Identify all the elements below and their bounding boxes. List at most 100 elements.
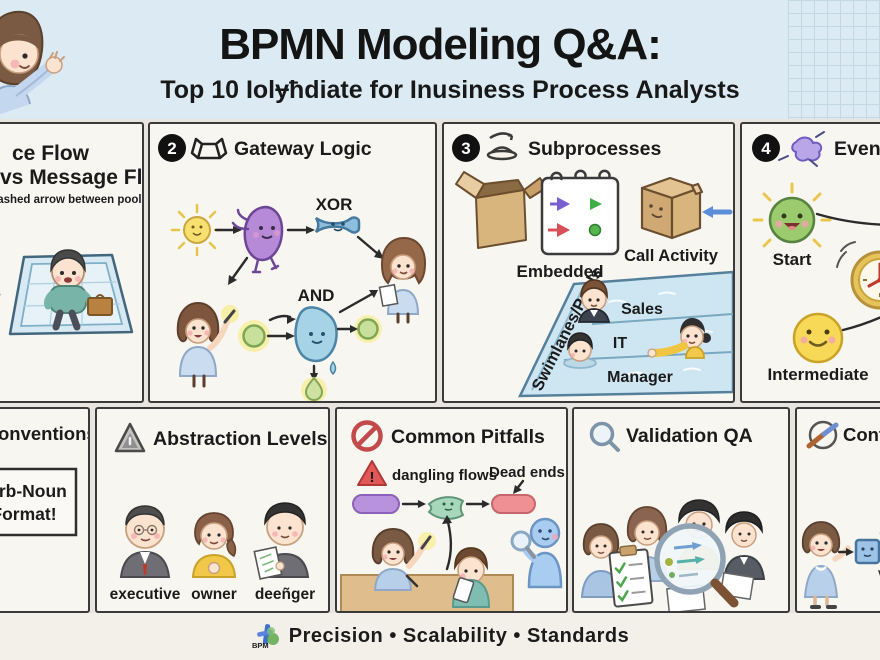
main-title: BPMN Modeling Q&A:: [219, 20, 662, 69]
badge-4: [752, 134, 780, 162]
conventions-title: onventions: [0, 423, 88, 444]
waving-woman-illustration: [0, 10, 65, 115]
intermediate-label: Intermediate: [767, 365, 868, 384]
seq-title-2: vs Message Flow: [0, 166, 144, 189]
intermediate-event-icon: [792, 312, 844, 364]
reviewer-child: [451, 547, 491, 608]
panel-validation-qa: Validation QA: [572, 407, 790, 613]
checklist-clipboard: [608, 544, 654, 608]
gateway-icon: [190, 137, 228, 160]
seq-note: lashed arrow between pools): [0, 194, 144, 206]
start-event-icon: [768, 196, 816, 244]
embedded-calendar-icon: [540, 169, 620, 256]
seq-side-letter: s: [0, 281, 1, 303]
sun-icon: [170, 203, 224, 257]
role-label-3: deeñger: [255, 586, 315, 603]
and-gateway-shape: [294, 306, 338, 376]
clock-icon: [836, 241, 880, 310]
token-teardrop: [304, 376, 324, 401]
lane-label-manager: Manager: [607, 369, 673, 386]
badge-2: [158, 134, 186, 162]
qa-magnifier: [654, 523, 739, 608]
panel-sequence-flow: ce Flow vs Message Flow lashed arrow bet…: [0, 122, 144, 403]
svg-text:!: !: [370, 469, 375, 486]
footer: BPM Precision • Scalability • Standards: [0, 613, 880, 660]
owner-figure: [191, 512, 237, 578]
pointing-girl: [801, 521, 851, 609]
event-splat-icon: [778, 131, 825, 167]
task-dead-end: [491, 494, 536, 514]
xor-label: XOR: [316, 195, 353, 214]
prohibition-icon: [351, 420, 383, 452]
swimmer-it: [563, 332, 597, 369]
panel-gateway-logic: 2 Gateway Logic: [148, 122, 437, 403]
abstraction-title: Abstraction Levels: [153, 428, 328, 450]
dangling-gateway-shape: [427, 496, 465, 520]
seq-title-1: ce Flow: [12, 142, 90, 165]
modeler-woman: [371, 527, 436, 591]
call-activity-label: Call Activity: [624, 247, 719, 265]
events-title: Event: [834, 138, 880, 160]
embedded-open-box-icon: [455, 171, 547, 249]
panel-subprocesses: 3 Subprocesses: [442, 122, 735, 403]
analyst-girl: [378, 236, 427, 324]
svg-text:2: 2: [167, 139, 176, 158]
xor-gateway-shape: [314, 216, 361, 234]
token-green-in: [242, 324, 266, 348]
svg-text:4: 4: [761, 139, 771, 158]
sign-line-1: erb-Noun: [0, 481, 67, 501]
continuous-art: Continu: [801, 420, 880, 609]
embedded-label: Embedded: [517, 262, 604, 281]
graph-paper-pattern: [788, 0, 880, 119]
panel-common-pitfalls: Common Pitfalls ! dangling flows Dead en…: [335, 407, 568, 613]
bpmn-logo: BPM: [252, 623, 279, 650]
analyst-woman: [176, 301, 239, 388]
events-art: 4 Event Start: [752, 131, 880, 384]
swimmer-manager: [647, 318, 711, 359]
executive-figure: [119, 505, 171, 578]
subprocesses-title: Subprocesses: [528, 138, 661, 160]
start-event-rays: [752, 182, 832, 248]
call-activity-box-icon: [640, 176, 704, 240]
lane-label-sales: Sales: [621, 301, 663, 318]
inspector-figure: [510, 517, 563, 589]
sequence-flow-art: ce Flow vs Message Flow lashed arrow bet…: [0, 142, 144, 336]
footer-tagline: Precision • Scalability • Standards: [288, 625, 630, 647]
swimmer-sales: [577, 279, 611, 323]
header: BPMN Modeling Q&A: Top 10 Iolɏħdiate for…: [0, 0, 880, 119]
verb-noun-sign: [0, 467, 78, 537]
pitfall-label-2: Dead ends: [489, 464, 565, 481]
pyramid-icon: [114, 422, 146, 453]
panel-events: 4 Event Start: [740, 122, 880, 403]
panel-continuous-improvement: Continu: [795, 407, 880, 613]
logo-text: BPM: [252, 641, 269, 650]
and-label: AND: [298, 286, 335, 305]
validation-qa-art: Validation QA: [580, 421, 766, 611]
pitfall-label-1: dangling flows: [392, 467, 497, 484]
subprocesses-art: 3 Subprocesses: [452, 132, 733, 398]
designer-figure: [253, 502, 310, 580]
svg-text:3: 3: [461, 139, 470, 158]
magnifier-icon: [589, 421, 620, 452]
role-label-2: owner: [191, 586, 237, 603]
start-label: Start: [773, 250, 812, 269]
walking-man: [44, 249, 113, 331]
task-box-face: [854, 538, 880, 565]
pencil-circle-icon: [806, 420, 839, 450]
badge-3: [452, 134, 480, 162]
sign-line-2: Format!: [0, 504, 57, 524]
token-green-out: [357, 318, 379, 340]
continuous-title: Continu: [843, 424, 880, 445]
gateway-logic-art: 2 Gateway Logic: [158, 134, 427, 401]
naming-conventions-art: onventions erb-Noun Format!: [0, 423, 88, 537]
lane-label-it: IT: [613, 335, 627, 352]
common-pitfalls-art: Common Pitfalls ! dangling flows Dead en…: [340, 420, 565, 611]
main-subtitle: Top 10 Iolɏħdiate for Inusiness Process …: [160, 76, 740, 104]
task-purple: [352, 494, 400, 514]
subprocess-icon: [486, 132, 518, 161]
gateway-creature: [231, 205, 284, 274]
warning-triangle-icon: !: [357, 460, 387, 486]
gateway-title: Gateway Logic: [234, 138, 372, 160]
abstraction-levels-art: Abstraction Levels: [110, 422, 328, 603]
